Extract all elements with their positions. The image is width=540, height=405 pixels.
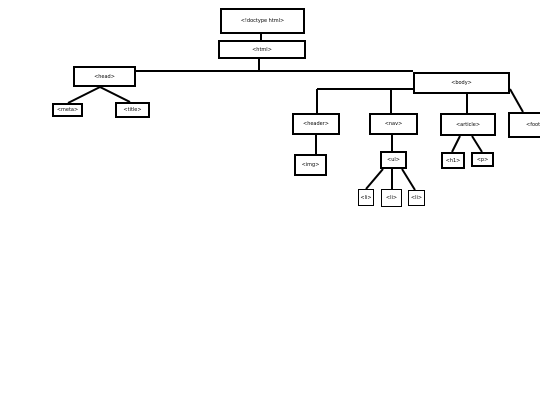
node-meta: <meta> bbox=[52, 103, 83, 117]
edge-article-h1 bbox=[451, 135, 461, 153]
edge-head-title bbox=[99, 86, 131, 103]
node-p: <p> bbox=[471, 152, 494, 167]
node-ul: <ul> bbox=[380, 151, 407, 169]
node-html: <html> bbox=[218, 40, 306, 59]
node-body: <body> bbox=[413, 72, 510, 94]
edge-article-p bbox=[471, 135, 483, 153]
node-li-1: <li> bbox=[358, 189, 374, 206]
edge-ul-li-1 bbox=[365, 168, 384, 190]
node-nav: <nav> bbox=[369, 113, 418, 135]
edge-body-footer bbox=[509, 88, 524, 113]
node-h1: <h1> bbox=[441, 152, 465, 169]
node-footer: <footer> bbox=[508, 112, 540, 138]
edge-ul-li-3 bbox=[401, 168, 416, 191]
node-article: <article> bbox=[440, 113, 496, 136]
node-title: <title> bbox=[115, 102, 150, 118]
node-doctype: <!doctype html> bbox=[220, 8, 305, 34]
node-img: <img> bbox=[294, 154, 327, 176]
node-li-2: <li> bbox=[381, 189, 402, 207]
node-header: <header> bbox=[292, 113, 340, 135]
node-head: <head> bbox=[73, 66, 136, 87]
node-li-3: <li> bbox=[408, 190, 425, 206]
edge-head-meta bbox=[67, 86, 101, 104]
